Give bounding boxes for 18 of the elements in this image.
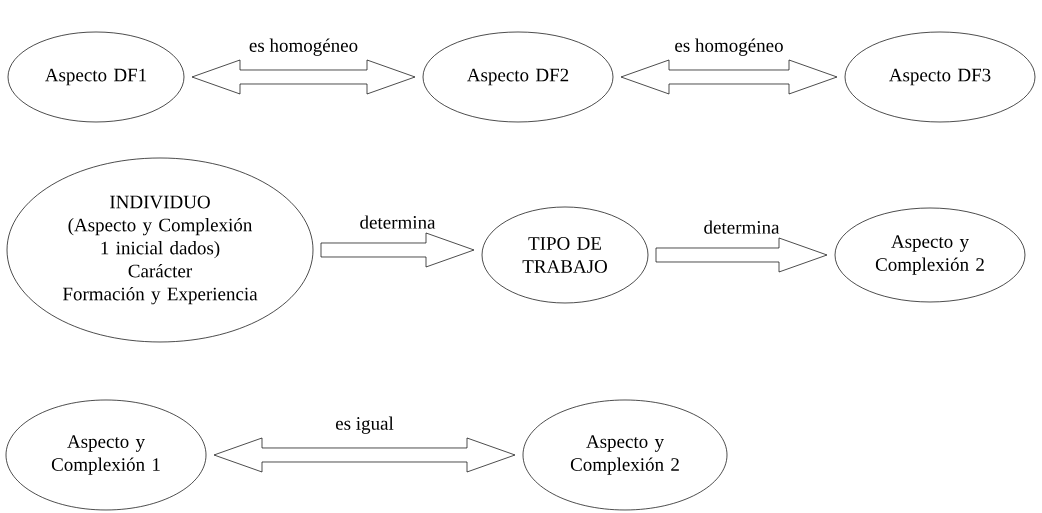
block-arrow — [320, 232, 475, 268]
ellipse-node: Aspecto DF1 — [7, 31, 185, 123]
ellipse-node: Aspecto y Complexión 2 — [522, 399, 728, 511]
ellipse-node: Aspecto y Complexión 1 — [5, 399, 207, 511]
ellipse-node: Aspecto DF3 — [844, 31, 1036, 123]
edge-label: determina — [704, 220, 780, 234]
edge-label: es igual — [335, 416, 394, 434]
ellipse-node: Aspecto y Complexión 2 — [834, 207, 1026, 303]
edge-label: determina — [360, 215, 436, 229]
ellipse-node: TIPO DE TRABAJO — [481, 206, 649, 304]
ellipse-node: INDIVIDUO (Aspecto y Complexión 1 inicial dados) Carácter Formación y Experiencia — [6, 157, 314, 343]
block-arrow — [213, 437, 516, 473]
block-arrow — [191, 59, 416, 95]
block-arrow — [655, 237, 828, 273]
edge-label: es homogéneo — [675, 38, 783, 56]
edge-label: es homogéneo — [249, 38, 358, 56]
block-arrow — [620, 59, 838, 95]
ellipse-node: Aspecto DF2 — [422, 31, 614, 123]
